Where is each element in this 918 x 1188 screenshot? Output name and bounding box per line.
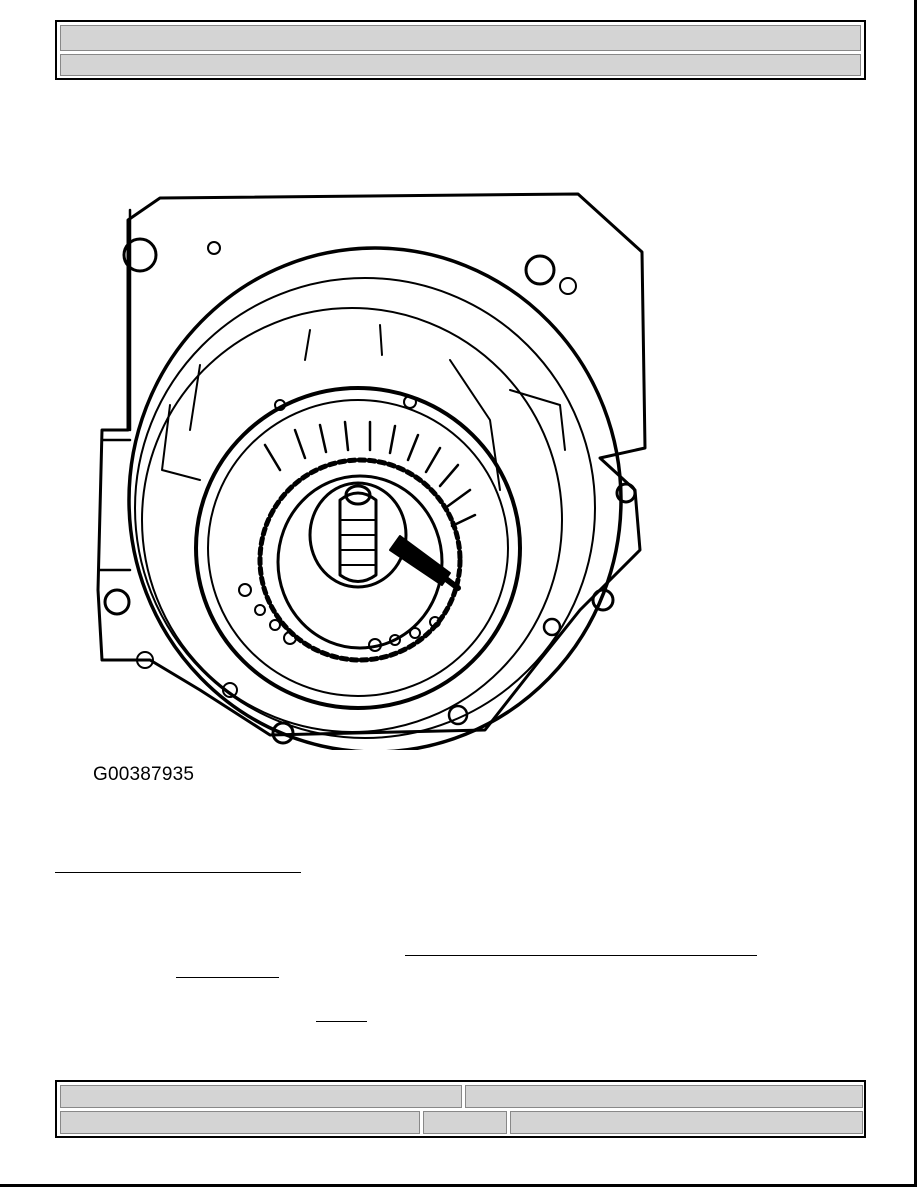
footer-cell-right-top: [465, 1085, 863, 1108]
page-header: [55, 20, 866, 80]
footer-cell-left-top: [60, 1085, 462, 1108]
housing-ring-mid: [134, 277, 596, 739]
input-shaft: [338, 491, 378, 583]
callout-leader: [443, 576, 461, 591]
bolt-bottom-1: [136, 651, 154, 669]
link-underline-4[interactable]: [316, 1021, 367, 1022]
header-row-subtitle: [60, 54, 861, 76]
clutch-pack: [257, 457, 463, 663]
drum-outer: [194, 386, 522, 710]
transmission-illustration: [96, 192, 647, 750]
case-outline: [96, 192, 647, 737]
link-underline-2[interactable]: [405, 955, 757, 956]
link-underline-3[interactable]: [176, 977, 279, 978]
callout-arrow: [389, 535, 451, 586]
carrier-holes: [238, 395, 441, 652]
drum-teeth: [263, 420, 477, 528]
footer-cell-left-bottom: [60, 1111, 420, 1134]
link-underline-1[interactable]: [55, 872, 301, 873]
bolt-right-3: [615, 482, 637, 504]
bolt-left-flange: [103, 588, 131, 616]
case-ribs: [161, 324, 566, 491]
shaft-tip: [344, 484, 372, 506]
left-flange: [98, 208, 132, 572]
footer-cell-middle-bottom: [423, 1111, 507, 1134]
bolt-top-right: [524, 254, 556, 286]
hub-ring: [276, 474, 444, 650]
bolt-right-1: [542, 617, 562, 637]
housing-ring-outer: [127, 246, 623, 750]
shaft-splines: [339, 519, 377, 566]
hub: [308, 481, 408, 589]
bolt-top-left: [122, 237, 158, 273]
page-footer: [55, 1080, 866, 1138]
bolt-top-right-small: [559, 277, 577, 295]
figure-caption: G00387935: [93, 764, 195, 785]
footer-cell-right-bottom: [510, 1111, 863, 1134]
housing-ring-inner: [141, 307, 563, 733]
bolt-top-left-small: [207, 241, 221, 255]
header-row-title: [60, 25, 861, 51]
drum-inner: [207, 399, 509, 697]
